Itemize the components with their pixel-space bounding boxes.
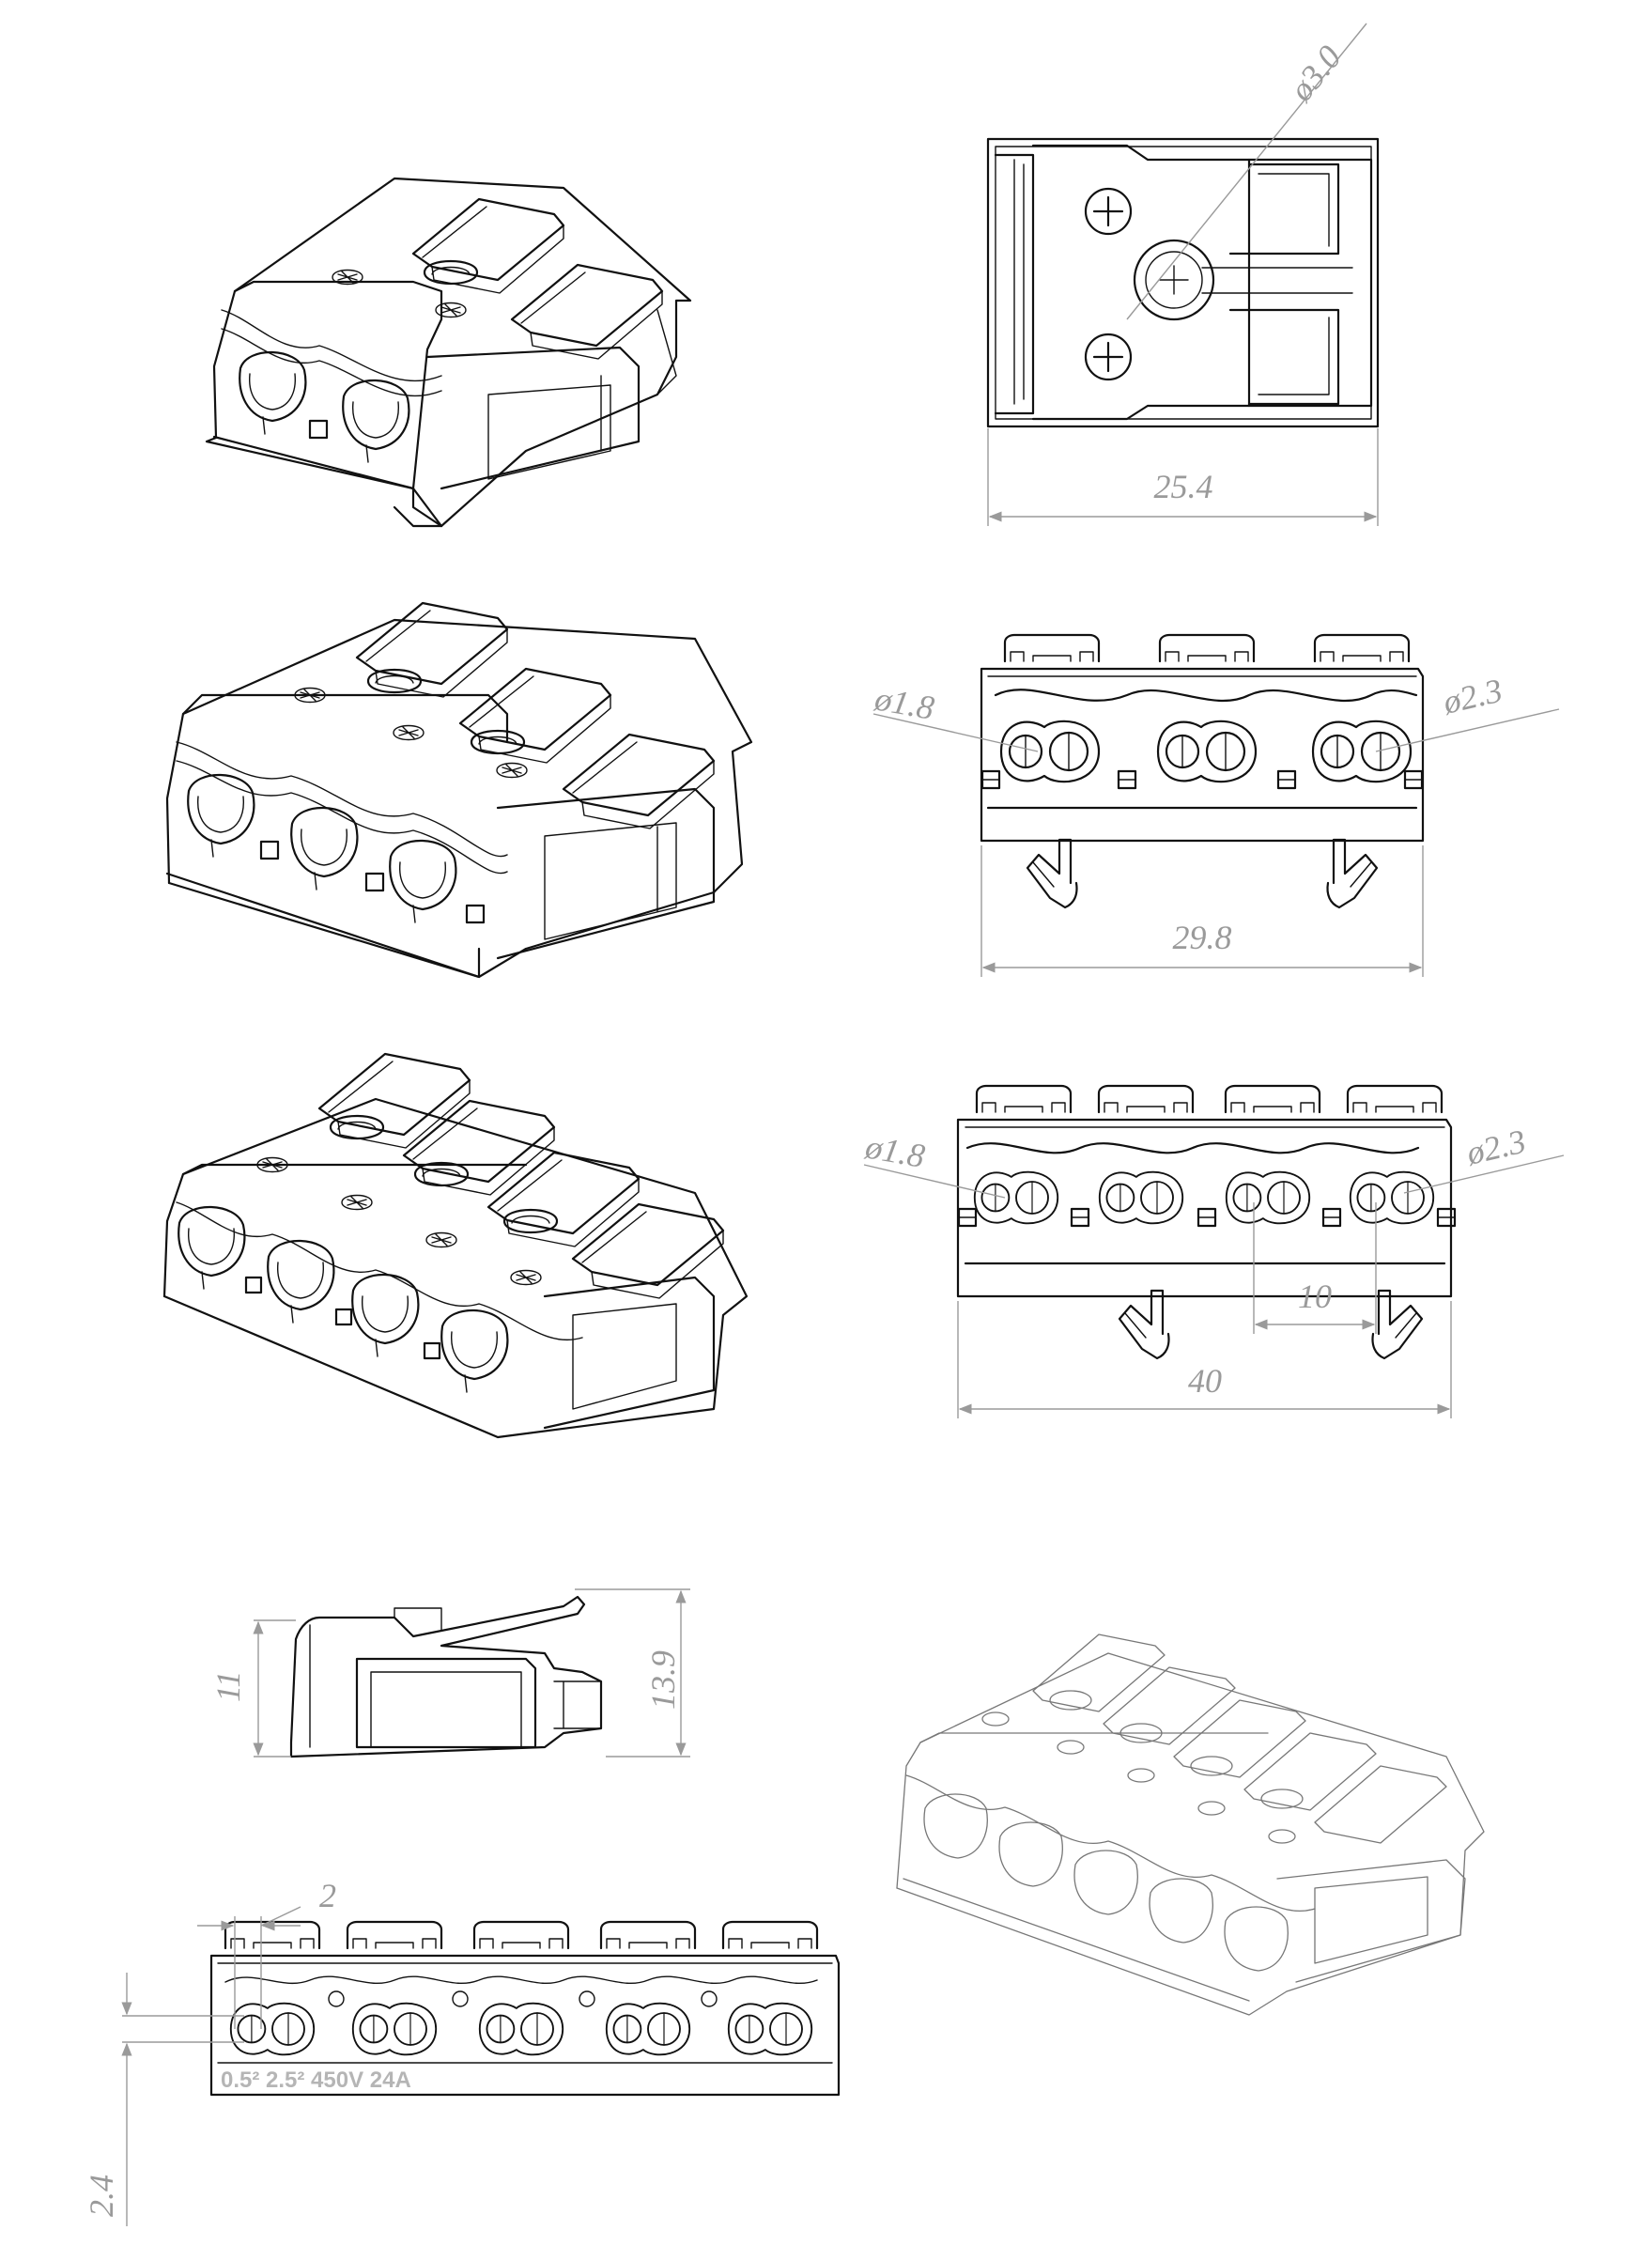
top-view-hole-dimension: ø3.0 xyxy=(1282,39,1349,109)
front4-small-wire-dimension: ø1.8 xyxy=(862,1127,928,1175)
front3-width-dimension: 29.8 xyxy=(1173,919,1232,956)
side-body-height-dimension: 11 xyxy=(209,1671,247,1702)
front5-offset-dimension: 2 xyxy=(319,1877,336,1914)
iso-view-4-way xyxy=(162,1052,749,1439)
front5-hole-height-dimension: 2.4 xyxy=(83,2175,120,2217)
front4-width-dimension: 40 xyxy=(1188,1362,1222,1400)
front4-pitch-dimension: 10 xyxy=(1298,1278,1332,1315)
side-total-height-dimension: 13.9 xyxy=(644,1650,682,1710)
front4-large-wire-dimension: ø2.3 xyxy=(1462,1123,1529,1172)
iso-view-3-way xyxy=(165,601,753,979)
iso-view-5-way xyxy=(896,1634,1485,2016)
front3-small-wire-dimension: ø1.8 xyxy=(872,679,937,727)
front-view-5-way: 0.5² 2.5² 450V 24A 2 2.4 xyxy=(83,1877,841,2226)
top-view-width-dimension: 25.4 xyxy=(1154,468,1213,505)
side-view: 11 13.9 xyxy=(209,1588,690,1758)
front3-large-wire-dimension: ø2.3 xyxy=(1439,672,1505,721)
rating-marking: 0.5² 2.5² 450V 24A xyxy=(221,2067,411,2093)
iso-view-2-way xyxy=(205,177,692,528)
front-view-4-way: ø1.8 ø2.3 10 40 xyxy=(862,1084,1565,1418)
front-view-3-way: ø1.8 ø2.3 29.8 xyxy=(872,633,1560,977)
top-view: ø3.0 25.4 xyxy=(986,23,1380,526)
